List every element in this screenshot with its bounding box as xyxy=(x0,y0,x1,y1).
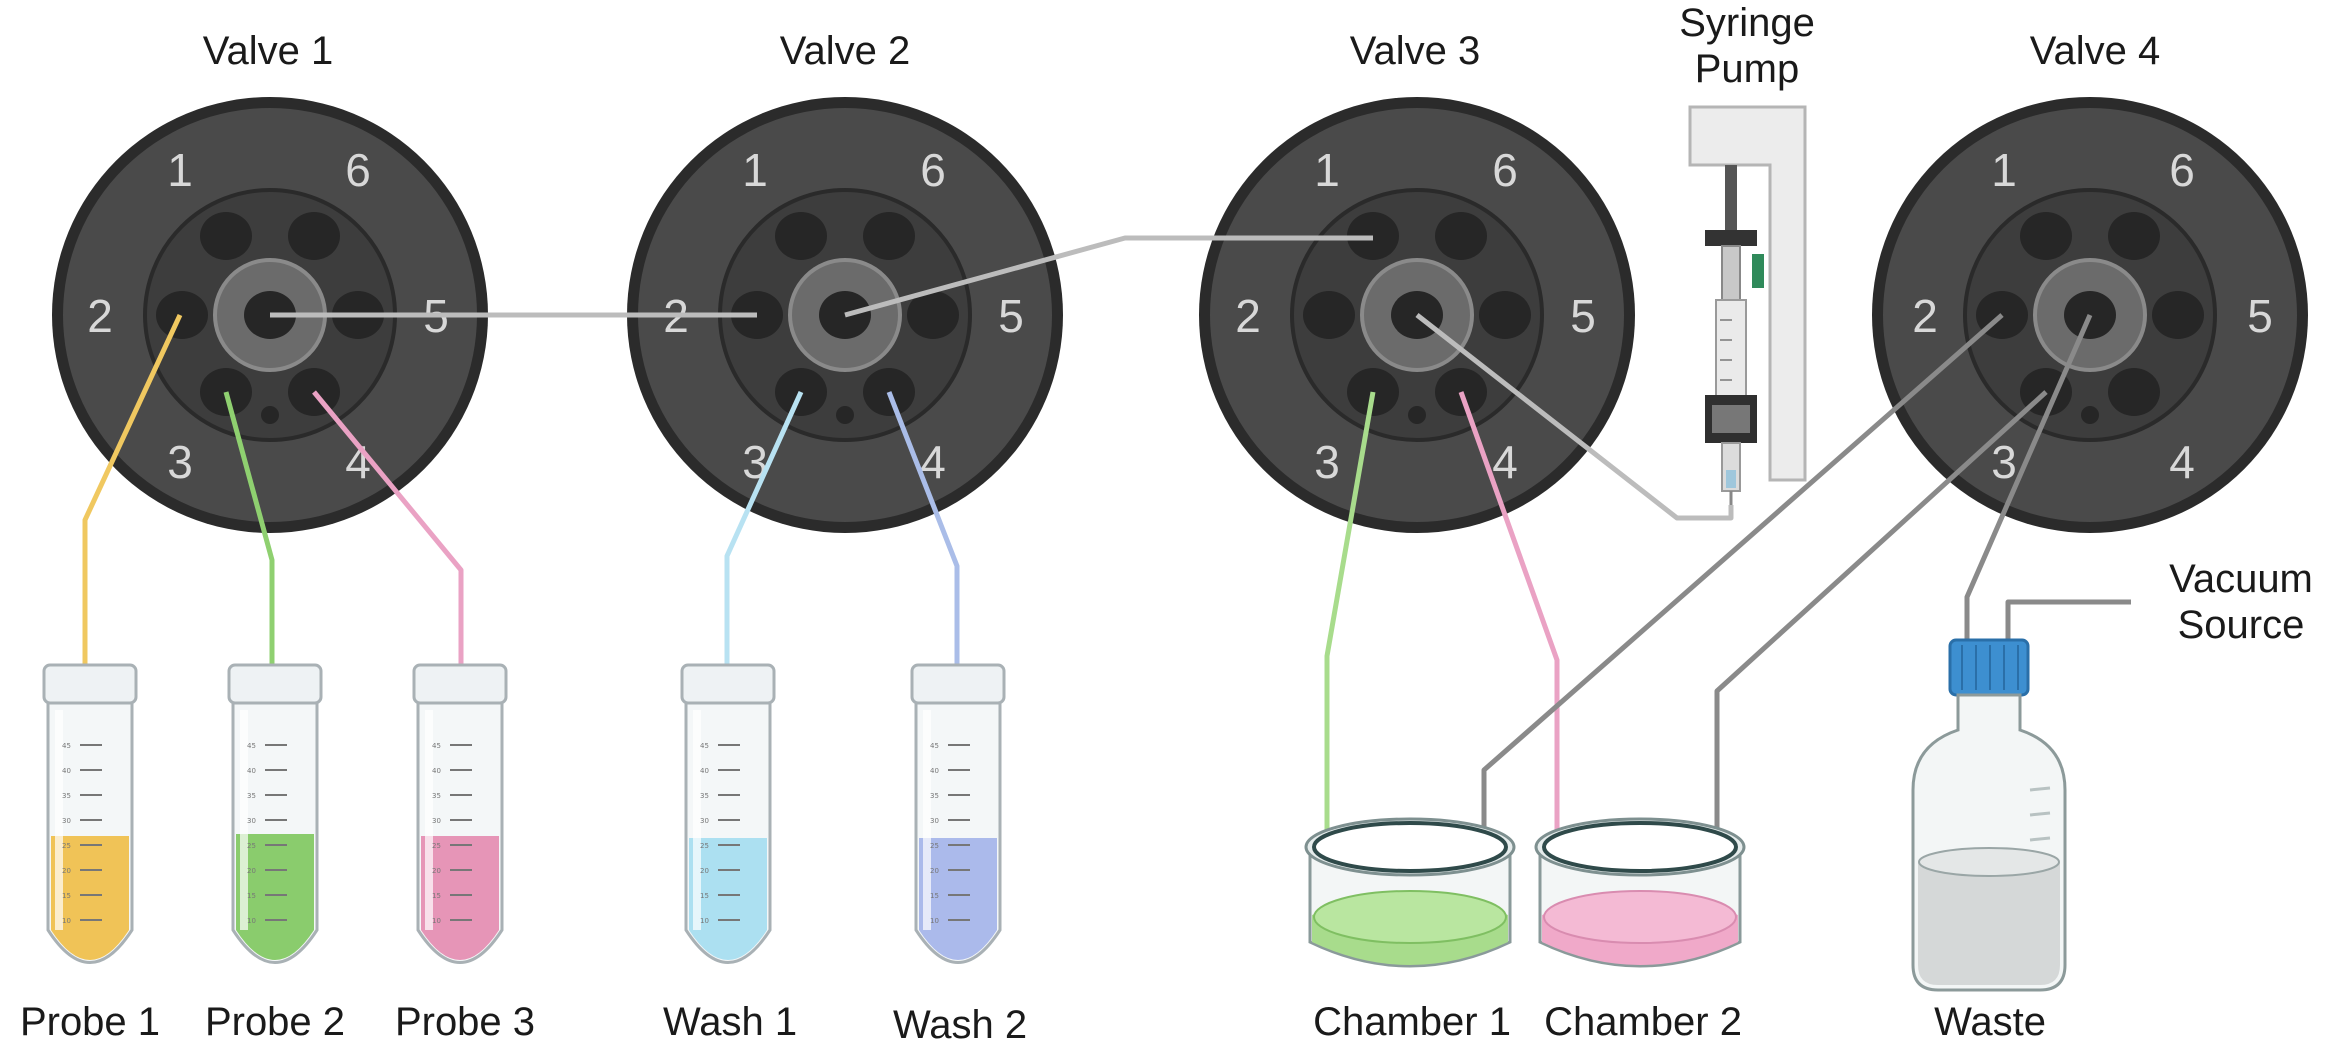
vacuum-source: Vacuum Source xyxy=(2169,557,2313,647)
port-label-3: 3 xyxy=(742,436,768,488)
valve-1: 1 6 2 5 3 4 Valve 1 xyxy=(52,29,488,533)
tube-graduation-label: 20 xyxy=(930,867,939,875)
valve-4: 1 6 2 5 3 4 Valve 4 xyxy=(1872,29,2308,533)
tube-graduation-label: 15 xyxy=(247,892,256,900)
valve-title: Valve 1 xyxy=(203,29,333,73)
tube-graduation-label: 25 xyxy=(62,842,71,850)
chamber-label: Chamber 1 xyxy=(1313,1000,1511,1044)
tube-graduation-label: 40 xyxy=(62,767,71,775)
port-label-4: 4 xyxy=(1492,436,1518,488)
syringe-pump: Syringe Pump xyxy=(1679,1,1815,512)
tube-graduation-label: 25 xyxy=(700,842,709,850)
port-label-5: 5 xyxy=(2247,290,2273,342)
vacuum-label-line1: Vacuum xyxy=(2169,557,2313,601)
port-label-6: 6 xyxy=(920,144,946,196)
wash-tube-1: 45 40 35 30 25 20 15 10 Wash 1 xyxy=(663,663,797,1044)
tube-graduation-label: 25 xyxy=(247,842,256,850)
tube-graduation-label: 20 xyxy=(700,867,709,875)
tube-graduation-label: 35 xyxy=(700,792,709,800)
port-label-3: 3 xyxy=(1991,436,2017,488)
port-label-6: 6 xyxy=(2169,144,2195,196)
tubing-valve3-to-pump xyxy=(1415,313,1734,521)
port-label-1: 1 xyxy=(1314,144,1340,196)
tube-graduation-label: 10 xyxy=(700,917,709,925)
chamber-2: Chamber 2 xyxy=(1534,817,1746,1044)
tube-graduation-label: 30 xyxy=(930,817,939,825)
tube-graduation-label: 45 xyxy=(432,742,441,750)
tube-graduation-label: 20 xyxy=(247,867,256,875)
tube-label: Probe 2 xyxy=(205,1000,345,1044)
valve-title: Valve 4 xyxy=(2030,29,2160,73)
tube-graduation-label: 45 xyxy=(247,742,256,750)
tube-label: Wash 2 xyxy=(893,1003,1027,1047)
wash-tube-2: 45 40 35 30 25 20 15 10 Wash 2 xyxy=(893,663,1027,1047)
port-label-3: 3 xyxy=(167,436,193,488)
port-label-1: 1 xyxy=(167,144,193,196)
port-label-2: 2 xyxy=(1235,290,1261,342)
pump-label-line1: Syringe xyxy=(1679,1,1815,45)
tube-graduation-label: 35 xyxy=(930,792,939,800)
tube-graduation-label: 30 xyxy=(432,817,441,825)
waste-label: Waste xyxy=(1934,1000,2046,1044)
tube-graduation-label: 15 xyxy=(62,892,71,900)
tube-graduation-label: 45 xyxy=(62,742,71,750)
tube-graduation-label: 10 xyxy=(930,917,939,925)
vacuum-label-line2: Source xyxy=(2178,603,2305,647)
tube-graduation-label: 10 xyxy=(432,917,441,925)
tube-label: Probe 3 xyxy=(395,1000,535,1044)
tube-graduation-label: 15 xyxy=(432,892,441,900)
tube-graduation-label: 15 xyxy=(700,892,709,900)
probe-tube-2: 45 40 35 30 25 20 15 10 Probe 2 xyxy=(205,663,345,1044)
chamber-label: Chamber 2 xyxy=(1544,1000,1742,1044)
port-label-4: 4 xyxy=(2169,436,2195,488)
port-label-6: 6 xyxy=(1492,144,1518,196)
port-label-5: 5 xyxy=(1570,290,1596,342)
tube-graduation-label: 30 xyxy=(700,817,709,825)
tube-graduation-label: 35 xyxy=(432,792,441,800)
valve-2: 1 6 2 5 3 4 Valve 2 xyxy=(627,29,1063,533)
port-label-3: 3 xyxy=(1314,436,1340,488)
tube-graduation-label: 40 xyxy=(247,767,256,775)
tube-graduation-label: 25 xyxy=(432,842,441,850)
tube-graduation-label: 10 xyxy=(247,917,256,925)
port-label-5: 5 xyxy=(998,290,1024,342)
valve-title: Valve 3 xyxy=(1350,29,1480,73)
probe-tube-1: 45 40 35 30 25 20 15 10 Probe 1 xyxy=(20,663,160,1044)
port-label-2: 2 xyxy=(1912,290,1938,342)
pump-label-line2: Pump xyxy=(1695,47,1800,91)
tube-graduation-label: 40 xyxy=(700,767,709,775)
tube-graduation-label: 20 xyxy=(62,867,71,875)
tube-graduation-label: 35 xyxy=(62,792,71,800)
tube-graduation-label: 30 xyxy=(247,817,256,825)
tube-graduation-label: 40 xyxy=(930,767,939,775)
port-label-2: 2 xyxy=(87,290,113,342)
port-label-1: 1 xyxy=(1991,144,2017,196)
valve-title: Valve 2 xyxy=(780,29,910,73)
port-holes xyxy=(156,212,384,424)
chamber-1: Chamber 1 xyxy=(1304,817,1516,1044)
port-label-6: 6 xyxy=(345,144,371,196)
tubing-valve2-to-valve3 xyxy=(844,235,1373,318)
tube-graduation-label: 25 xyxy=(930,842,939,850)
tube-graduation-label: 15 xyxy=(930,892,939,900)
tube-label: Wash 1 xyxy=(663,1000,797,1044)
probe-tube-3: 45 40 35 30 25 20 15 10 Probe 3 xyxy=(395,663,535,1044)
tube-graduation-label: 45 xyxy=(930,742,939,750)
valve-3: 1 6 2 5 3 4 Valve 3 xyxy=(1199,29,1635,533)
waste-bottle: Waste xyxy=(1911,638,2067,1044)
tube-label: Probe 1 xyxy=(20,1000,160,1044)
tube-graduation-label: 30 xyxy=(62,817,71,825)
port-label-1: 1 xyxy=(742,144,768,196)
tube-graduation-label: 20 xyxy=(432,867,441,875)
tube-graduation-label: 40 xyxy=(432,767,441,775)
tube-graduation-label: 35 xyxy=(247,792,256,800)
tube-graduation-label: 45 xyxy=(700,742,709,750)
tube-graduation-label: 10 xyxy=(62,917,71,925)
